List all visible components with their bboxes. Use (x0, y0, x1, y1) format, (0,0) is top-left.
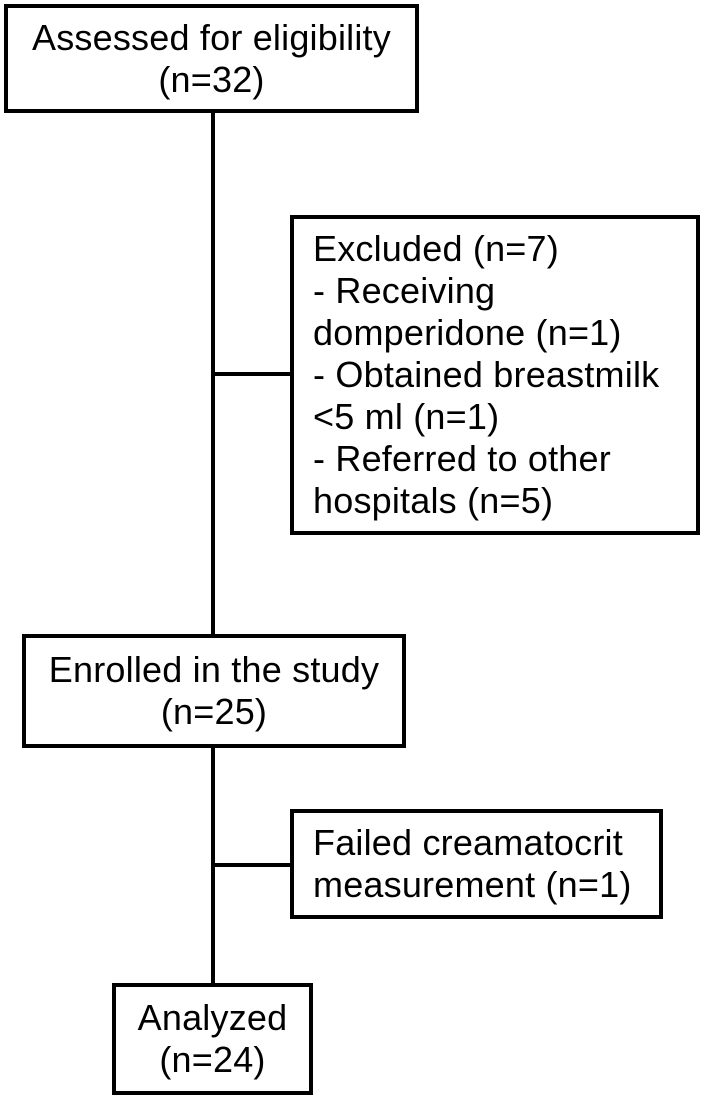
node-text-line: - Referred to other (313, 438, 611, 479)
node-excluded: Excluded (n=7) - Receiving domperidone (… (290, 215, 700, 535)
node-text-line: measurement (n=1) (313, 864, 632, 905)
node-text-line: - Obtained breastmilk (313, 354, 660, 395)
node-count-line: (n=25) (160, 691, 268, 732)
node-text-line: Assessed for eligibility (32, 16, 391, 58)
node-text-line: hospitals (n=5) (313, 480, 554, 521)
connector-to-excluded (213, 372, 290, 376)
node-text-line: - Receiving (313, 270, 496, 311)
node-text-line: domperidone (n=1) (313, 312, 622, 353)
node-text-line: Excluded (n=7) (313, 228, 559, 269)
node-count-line: (n=32) (158, 58, 265, 100)
connector-to-failed (213, 863, 290, 867)
node-count-line: (n=24) (159, 1039, 266, 1080)
node-enrolled-in-study: Enrolled in the study (n=25) (22, 634, 406, 748)
node-text-line: Enrolled in the study (48, 649, 380, 690)
node-analyzed: Analyzed (n=24) (112, 983, 313, 1095)
node-text-line: <5 ml (n=1) (313, 396, 500, 437)
node-text-line: Analyzed (137, 997, 288, 1038)
node-failed-creamatocrit: Failed creamatocrit measurement (n=1) (290, 809, 663, 919)
node-assessed-for-eligibility: Assessed for eligibility (n=32) (4, 4, 419, 113)
node-text-line: Failed creamatocrit (313, 822, 623, 863)
